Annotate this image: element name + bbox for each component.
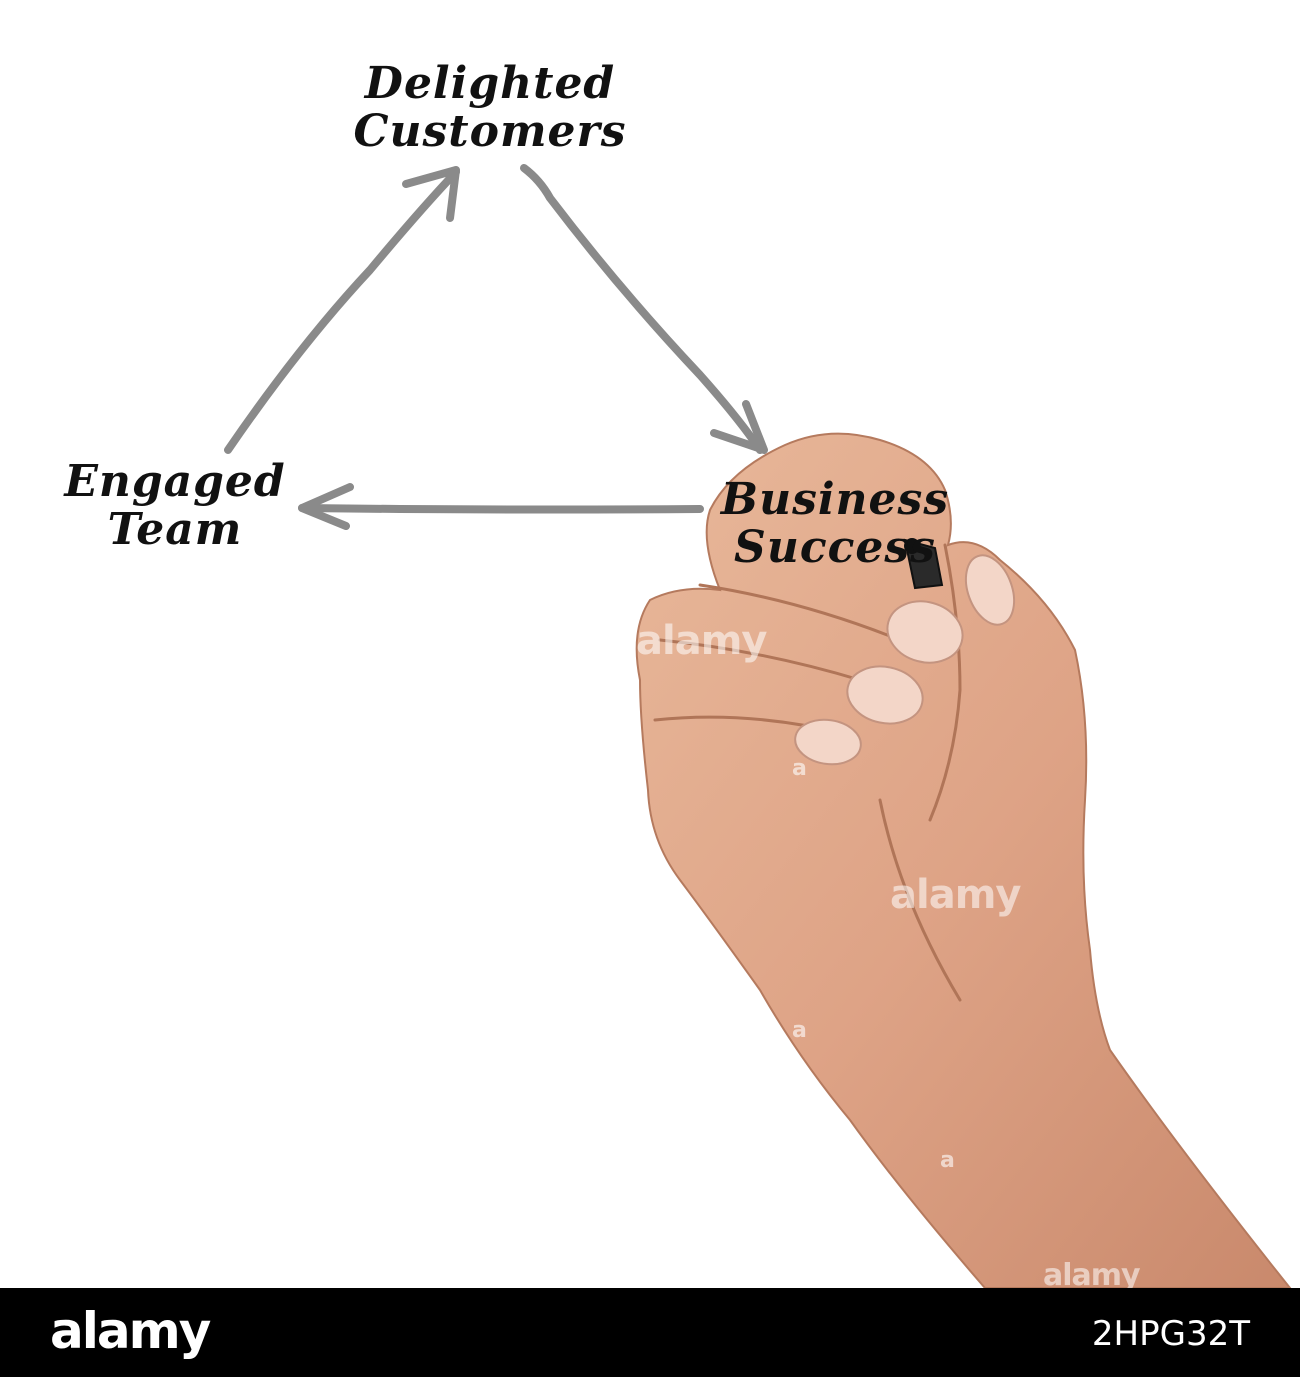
node-label-line: Success <box>734 522 936 573</box>
watermark-mark: a <box>792 756 807 781</box>
arrow-left-to-top <box>224 168 460 454</box>
node-label-line: Delighted <box>364 58 616 109</box>
arrow-top-to-right <box>520 164 764 454</box>
node-label-line: Customers <box>353 106 627 157</box>
node-label-line: Engaged <box>64 456 286 507</box>
node-label-line: Business <box>720 474 950 525</box>
node-engaged-team: Engaged Team <box>30 458 320 554</box>
arrowhead-left <box>298 483 354 530</box>
fingernail-index <box>886 600 964 664</box>
watermark-mark: a <box>940 1148 955 1173</box>
marker-tip <box>904 538 920 554</box>
fingernail-thumb <box>964 554 1016 626</box>
node-business-success: Business Success <box>690 476 980 572</box>
watermark: alamy <box>890 872 1021 918</box>
watermark-mark: a <box>792 1018 807 1043</box>
hand-with-marker-illustration <box>635 432 1292 1288</box>
arrowhead-right <box>710 400 768 454</box>
watermark: alamy <box>636 618 767 664</box>
arrow-right-to-left <box>298 504 704 514</box>
node-label-line: Team <box>107 504 243 555</box>
arrowhead-top <box>402 166 460 222</box>
palm-crease <box>878 798 962 1002</box>
photo-canvas: Delighted Customers Engaged Team Busines… <box>30 59 1292 1288</box>
watermark: alamy <box>1043 1258 1141 1288</box>
node-delighted-customers: Delighted Customers <box>330 60 650 156</box>
fingernail-middle <box>846 665 924 725</box>
thumb-edge <box>928 543 962 822</box>
hand-shape <box>635 432 1292 1288</box>
stock-footer-bar: alamy 2HPG32T <box>0 1288 1300 1377</box>
cycle-diagram <box>224 164 768 530</box>
finger-crease-1 <box>658 638 862 682</box>
finger-crease-3 <box>698 583 902 642</box>
image-id: 2HPG32T <box>1091 1314 1250 1354</box>
fingernail-ring <box>794 718 862 766</box>
alamy-logo: alamy <box>50 1302 211 1360</box>
